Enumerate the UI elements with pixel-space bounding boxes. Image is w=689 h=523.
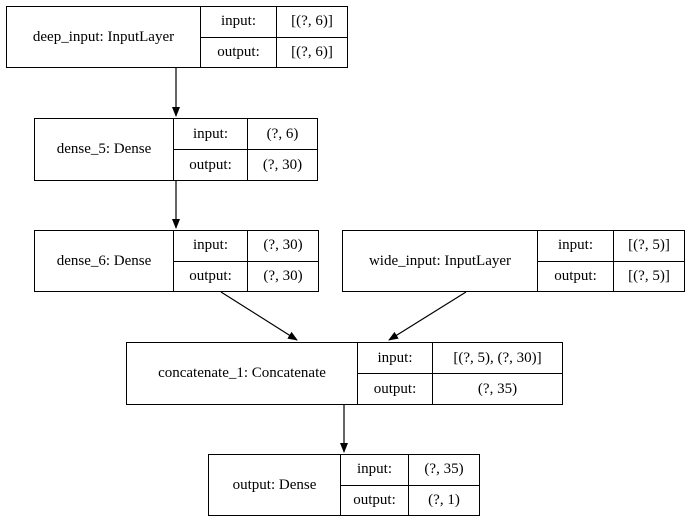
node-concatenate-1-io-values: [(?, 5), (?, 30)] (?, 35) — [433, 343, 562, 404]
node-dense-6: dense_6: Dense input: output: (?, 30) (?… — [34, 230, 319, 292]
node-wide-input-input-label: input: — [538, 231, 613, 262]
node-concatenate-1-output-label: output: — [373, 380, 417, 397]
node-deep-input: deep_input: InputLayer input: output: [(… — [6, 6, 348, 68]
node-output-io-values: (?, 35) (?, 1) — [409, 455, 479, 515]
node-wide-input-output-value: [(?, 5)] — [628, 267, 670, 284]
node-wide-input: wide_input: InputLayer input: output: [(… — [342, 230, 685, 292]
node-dense-5-name: dense_5: Dense — [35, 119, 174, 180]
node-dense-5-input-label: input: — [174, 119, 247, 150]
node-wide-input-io-labels: input: output: — [538, 231, 614, 291]
node-deep-input-output-label: output: — [217, 43, 260, 60]
node-deep-input-output-value: [(?, 6)] — [291, 43, 333, 60]
node-dense-6-name: dense_6: Dense — [35, 231, 174, 291]
node-output-output-value: (?, 1) — [428, 491, 460, 508]
edge-wide-input-to-concatenate-1 — [388, 291, 467, 341]
node-wide-input-io-values: [(?, 5)] [(?, 5)] — [614, 231, 684, 291]
node-dense-5: dense_5: Dense input: output: (?, 6) (?,… — [34, 118, 318, 181]
node-dense-6-input-label: input: — [174, 231, 247, 262]
node-output-output-label: output: — [353, 491, 396, 508]
node-concatenate-1-output-value: (?, 35) — [477, 380, 518, 397]
node-deep-input-input-label: input: — [201, 7, 276, 38]
node-dense-6-output-label: output: — [189, 267, 232, 284]
node-dense-5-output-value: (?, 30) — [262, 156, 303, 173]
edge-dense-6-to-concatenate-1 — [220, 291, 298, 341]
node-output-name: output: Dense — [209, 455, 341, 515]
node-output: output: Dense input: output: (?, 35) (?,… — [208, 454, 480, 516]
node-dense-6-input-value: (?, 30) — [248, 231, 318, 262]
node-output-input-value: (?, 35) — [409, 455, 479, 486]
node-dense-6-io-labels: input: output: — [174, 231, 248, 291]
node-deep-input-io-labels: input: output: — [201, 7, 277, 67]
node-concatenate-1-name: concatenate_1: Concatenate — [127, 343, 358, 404]
node-concatenate-1-input-label: input: — [358, 343, 432, 374]
node-deep-input-input-value: [(?, 6)] — [277, 7, 347, 38]
node-wide-input-name: wide_input: InputLayer — [343, 231, 538, 291]
node-dense-6-io-values: (?, 30) (?, 30) — [248, 231, 318, 291]
node-dense-5-output-label: output: — [189, 156, 232, 173]
node-concatenate-1: concatenate_1: Concatenate input: output… — [126, 342, 563, 405]
node-dense-5-io-labels: input: output: — [174, 119, 248, 180]
node-wide-input-output-label: output: — [554, 267, 597, 284]
node-wide-input-input-value: [(?, 5)] — [614, 231, 684, 262]
node-dense-5-input-value: (?, 6) — [248, 119, 317, 150]
node-deep-input-name: deep_input: InputLayer — [7, 7, 201, 67]
node-concatenate-1-io-labels: input: output: — [358, 343, 433, 404]
node-dense-6-output-value: (?, 30) — [263, 267, 303, 284]
node-dense-5-io-values: (?, 6) (?, 30) — [248, 119, 317, 180]
node-output-io-labels: input: output: — [341, 455, 409, 515]
node-deep-input-io-values: [(?, 6)] [(?, 6)] — [277, 7, 347, 67]
node-concatenate-1-input-value: [(?, 5), (?, 30)] — [433, 343, 562, 374]
node-output-input-label: input: — [341, 455, 408, 486]
